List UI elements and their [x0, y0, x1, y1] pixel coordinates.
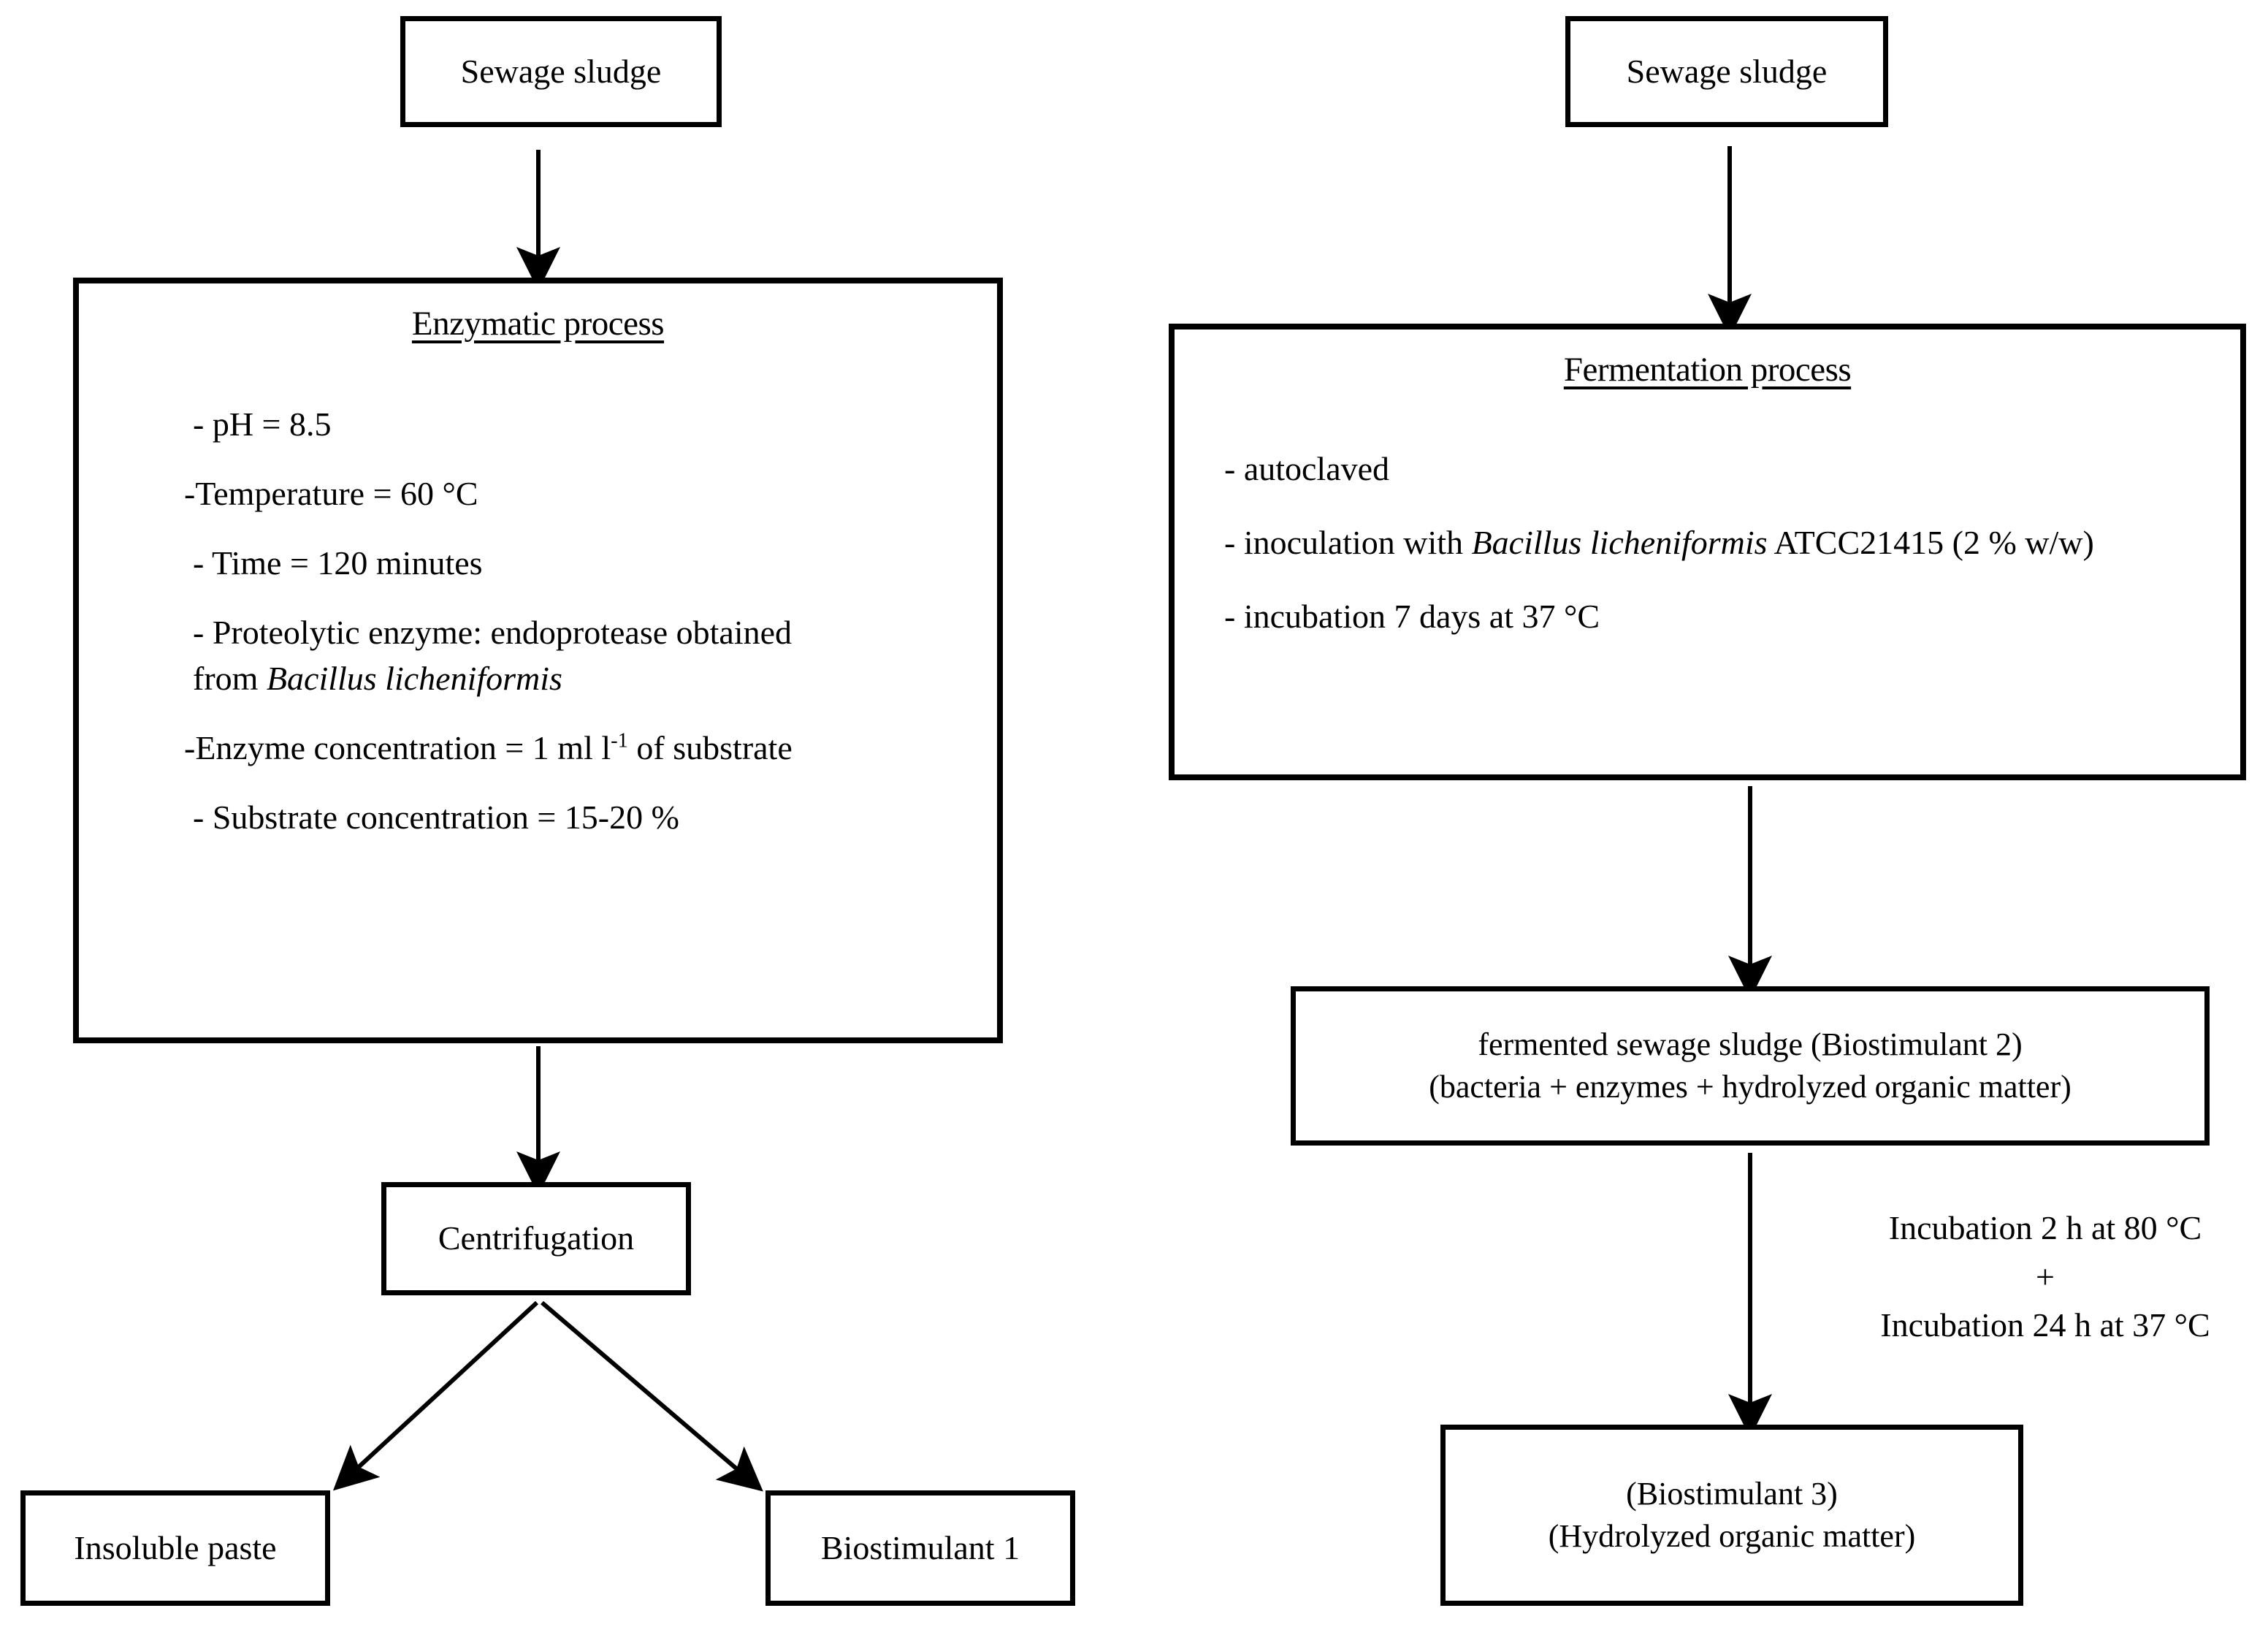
biostimulant-3-line-2: (Hydrolyzed organic matter) — [1548, 1518, 1916, 1554]
enzyme-conc-exponent: -1 — [611, 729, 628, 752]
arrow-centrifugation-to-insoluble-paste — [332, 1300, 539, 1491]
enzymatic-param-enzyme-source: - Proteolytic enzyme: endoprotease obtai… — [193, 614, 793, 651]
enzymatic-param-ph: - pH = 8.5 — [193, 405, 332, 443]
biostimulant-3-line-1: (Biostimulant 3) — [1626, 1475, 1838, 1512]
enzyme-conc-prefix: -Enzyme concentration = 1 ml l — [184, 729, 611, 766]
box-centrifugation-label: Centrifugation — [438, 1219, 635, 1257]
enzymatic-param-temperature: -Temperature = 60 °C — [184, 475, 478, 512]
enzymatic-parameter-list: - pH = 8.5 -Temperature = 60 °C - Time =… — [79, 405, 997, 837]
fermented-sludge-line-2: (bacteria + enzymes + hydrolyzed organic… — [1429, 1069, 2072, 1105]
box-biostimulant-1-label: Biostimulant 1 — [820, 1528, 1020, 1566]
inoculation-species: Bacillus licheniformis — [1471, 524, 1768, 561]
fermentation-parameter-list: - autoclaved - inoculation with Bacillus… — [1175, 449, 2240, 636]
box-sewage-sludge-right[interactable]: Sewage sludge — [1565, 16, 1888, 127]
inoculation-prefix: - inoculation with — [1224, 524, 1472, 561]
edge-label-line-1: Incubation 2 h at 80 °C — [1888, 1209, 2202, 1246]
box-centrifugation[interactable]: Centrifugation — [381, 1182, 691, 1295]
panel-enzymatic-process[interactable]: Enzymatic process - pH = 8.5 -Temperatur… — [73, 278, 1003, 1043]
enzymatic-param-substrate-concentration: - Substrate concentration = 15-20 % — [193, 799, 679, 836]
box-biostimulant-1[interactable]: Biostimulant 1 — [765, 1490, 1075, 1606]
arrow-centrifugation-to-biostimulant-1 — [541, 1300, 763, 1492]
box-insoluble-paste-label: Insoluble paste — [74, 1528, 277, 1566]
enzymatic-param-enzyme-concentration: -Enzyme concentration = 1 ml l-1 of subs… — [184, 728, 997, 767]
box-sewage-sludge-right-label: Sewage sludge — [1626, 52, 1828, 90]
edge-label-line-3: Incubation 24 h at 37 °C — [1880, 1306, 2210, 1344]
box-insoluble-paste[interactable]: Insoluble paste — [20, 1490, 330, 1606]
enzymatic-param-enzyme-organism: from Bacillus licheniformis — [193, 659, 997, 698]
edge-label-incubation: Incubation 2 h at 80 °C + Incubation 24 … — [1819, 1204, 2268, 1350]
box-fermented-sewage-sludge[interactable]: fermented sewage sludge (Biostimulant 2)… — [1291, 986, 2210, 1146]
fermentation-param-inoculation: - inoculation with Bacillus licheniformi… — [1224, 523, 2240, 562]
panel-fermentation-process[interactable]: Fermentation process - autoclaved - inoc… — [1169, 324, 2246, 780]
edge-label-line-2: + — [2036, 1257, 2055, 1295]
box-sewage-sludge-left[interactable]: Sewage sludge — [400, 16, 722, 127]
enzyme-organism-prefix: from — [193, 660, 267, 697]
panel-fermentation-process-title: Fermentation process — [1563, 351, 1852, 389]
inoculation-suffix: ATCC21415 (2 % w/w) — [1767, 524, 2094, 561]
fermented-sludge-line-1: fermented sewage sludge (Biostimulant 2) — [1478, 1026, 2023, 1062]
enzyme-organism-species: Bacillus licheniformis — [266, 660, 562, 697]
enzyme-conc-suffix: of substrate — [627, 729, 793, 766]
panel-enzymatic-process-title: Enzymatic process — [411, 305, 665, 343]
enzymatic-param-time: - Time = 120 minutes — [193, 544, 483, 582]
fermentation-param-autoclaved: - autoclaved — [1224, 450, 1390, 487]
box-biostimulant-3[interactable]: (Biostimulant 3) (Hydrolyzed organic mat… — [1440, 1425, 2023, 1606]
fermentation-param-incubation: - incubation 7 days at 37 °C — [1224, 598, 1600, 635]
box-sewage-sludge-left-label: Sewage sludge — [460, 52, 662, 90]
